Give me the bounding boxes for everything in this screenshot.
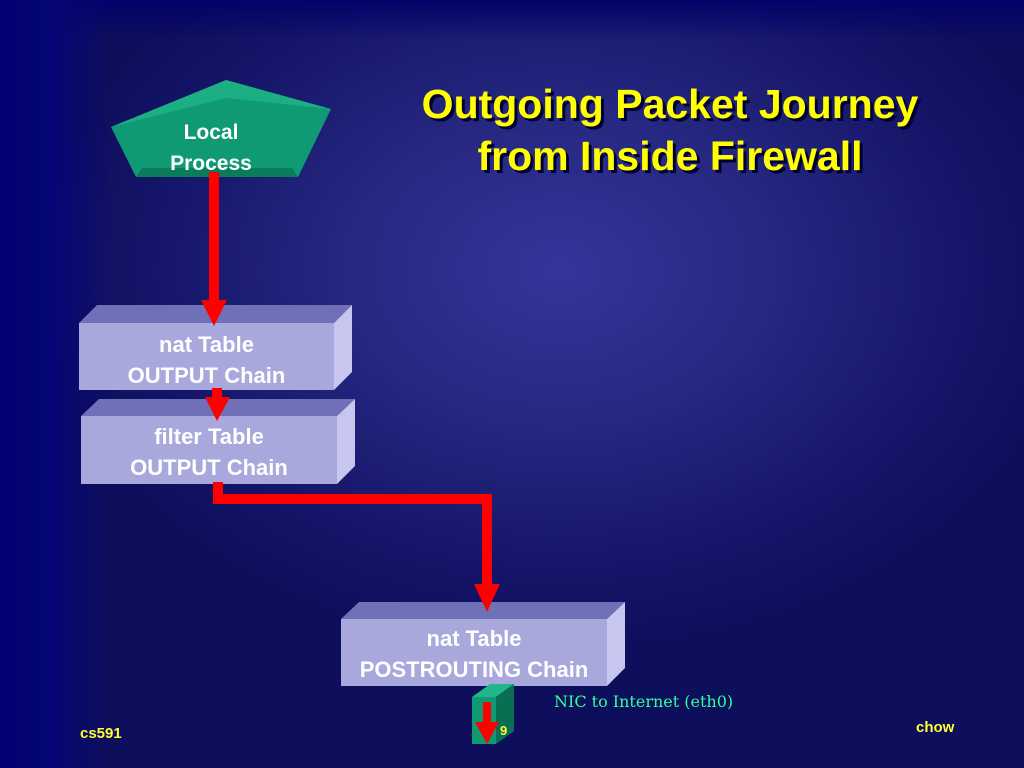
footer-course: cs591 <box>80 725 122 742</box>
filter-output-line-1: filter Table <box>154 424 264 449</box>
local-process-line-1: Local <box>183 121 239 144</box>
arrow-nat-to-filter <box>205 388 230 421</box>
nat-postrouting-line-1: nat Table <box>426 626 522 651</box>
arrow-into-nic <box>475 702 499 744</box>
arrow-local-to-nat <box>201 172 227 326</box>
footer-author: chow <box>916 719 955 736</box>
title-line-2: from Inside Firewall <box>477 133 863 179</box>
nic-device <box>472 684 514 744</box>
nat-postrouting-line-2: POSTROUTING Chain <box>359 657 589 682</box>
nat-postrouting-label: nat Table POSTROUTING Chain <box>336 623 612 685</box>
nat-output-box <box>79 305 352 390</box>
filter-output-line-2: OUTPUT Chain <box>130 455 288 480</box>
local-process-line-2: Process <box>170 152 252 175</box>
nat-output-line-1: nat Table <box>159 332 254 357</box>
title-line-1: Outgoing Packet Journey <box>421 81 919 127</box>
arrow-filter-to-postrouting <box>213 482 500 612</box>
filter-output-label: filter Table OUTPUT Chain <box>81 421 337 483</box>
slide-title: Outgoing Packet Journey from Inside Fire… <box>370 78 970 182</box>
nic-label: NIC to Internet (eth0) <box>554 692 734 711</box>
nat-output-line-2: OUTPUT Chain <box>127 363 286 388</box>
nat-postrouting-box <box>341 602 625 686</box>
local-process-label: Local Process <box>136 117 286 179</box>
footer-page-number: 9 <box>500 723 508 738</box>
nat-output-label: nat Table OUTPUT Chain <box>79 329 334 391</box>
